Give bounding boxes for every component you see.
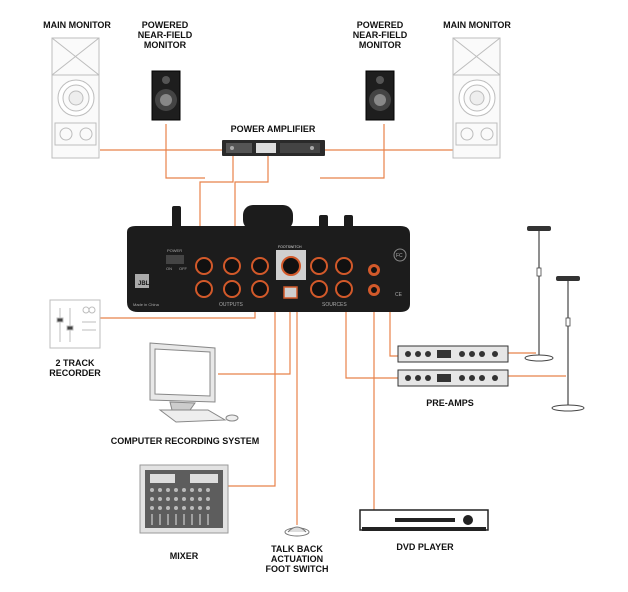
source-jacks	[310, 257, 380, 298]
computer-monitor-icon	[149, 342, 239, 423]
tape-recorder-icon	[49, 299, 101, 349]
microphone-stand-2-icon	[551, 276, 585, 412]
label-computer-recording-system: COMPUTER RECORDING SYSTEM	[110, 436, 260, 446]
label-power-amplifier: POWER AMPLIFIER	[230, 124, 316, 134]
label-main-monitor-left: MAIN MONITOR	[43, 20, 111, 30]
sources-label: SOURCES	[322, 302, 347, 308]
footswitch-jack	[276, 250, 306, 299]
microphone-stand-1-icon	[524, 226, 554, 362]
power-switch	[166, 255, 184, 264]
pre-amp-rack-icon	[397, 345, 509, 387]
near-field-monitor-right-icon	[365, 70, 395, 121]
main-monitor-left-icon	[51, 37, 100, 159]
footswitch-label: FOOTSWITCH	[278, 245, 302, 249]
power-label: POWER	[167, 248, 182, 253]
near-field-monitor-left-icon	[151, 70, 181, 121]
label-main-monitor-right: MAIN MONITOR	[443, 20, 511, 30]
label-mixer: MIXER	[169, 551, 199, 561]
label-powered-monitor-right: POWERED NEAR-FIELD MONITOR	[352, 20, 408, 50]
power-on-label: ON	[166, 266, 172, 271]
outputs-label: OUTPUTS	[219, 302, 244, 308]
ce-mark: CE	[395, 292, 403, 298]
made-in-label: Made in China	[133, 302, 160, 307]
fc-mark: FC	[396, 253, 403, 259]
cable-preamp-2	[345, 300, 404, 379]
foot-switch-icon	[284, 526, 310, 537]
power-off-label: OFF	[179, 266, 188, 271]
dvd-player-icon	[359, 509, 489, 531]
label-2-track-recorder: 2 TRACK RECORDER	[49, 358, 101, 378]
label-powered-monitor-left: POWERED NEAR-FIELD MONITOR	[137, 20, 193, 50]
mixer-console-icon	[139, 464, 229, 534]
power-amplifier-icon	[222, 140, 325, 156]
output-jacks	[195, 257, 269, 298]
label-pre-amps: PRE-AMPS	[426, 398, 474, 408]
cable-nf-right-to-output	[320, 124, 385, 179]
main-device	[127, 205, 410, 312]
cable-computer	[218, 302, 291, 375]
cable-mixer	[228, 302, 276, 487]
device-brand: JBL	[138, 281, 150, 287]
main-monitor-right-icon	[452, 37, 501, 159]
label-dvd-player: DVD PLAYER	[396, 542, 454, 552]
label-talk-back-foot-switch: TALK BACK ACTUATION FOOT SWITCH	[265, 544, 329, 574]
cable-nf-left-to-output	[165, 124, 205, 179]
